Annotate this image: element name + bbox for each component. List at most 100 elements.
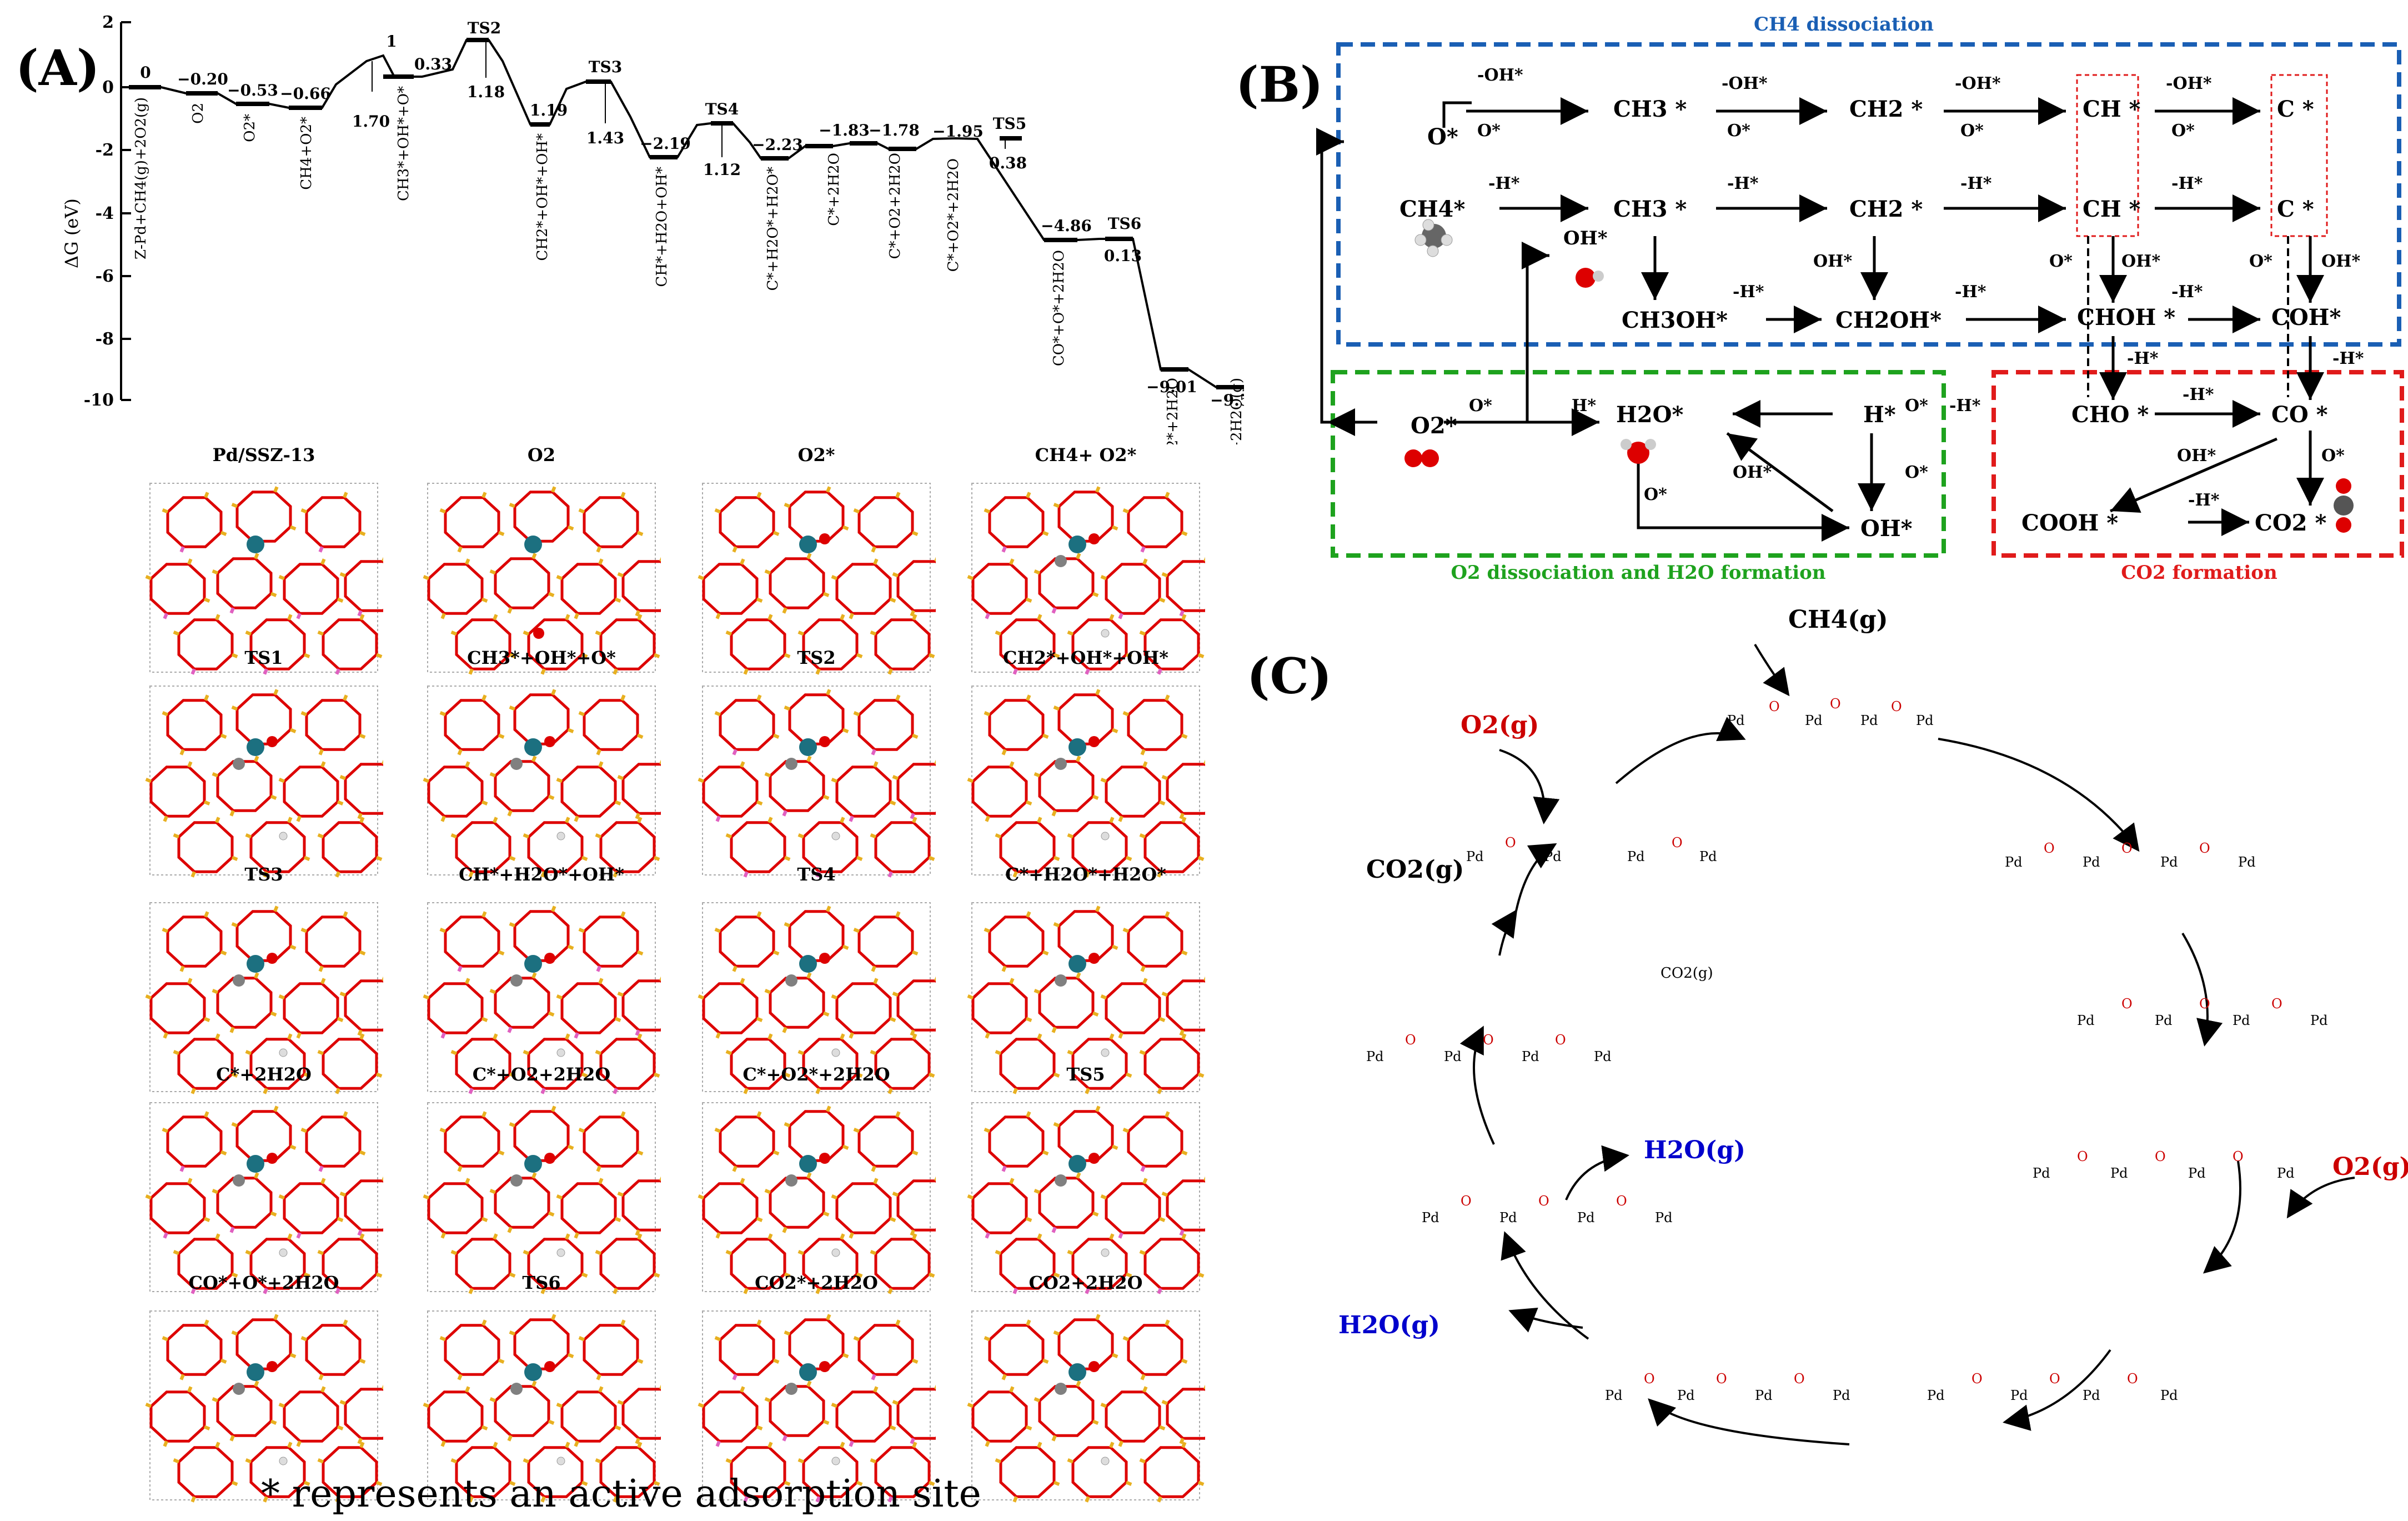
- structure-title: TS3: [244, 864, 283, 885]
- svg-text:Pd: Pd: [1499, 1210, 1517, 1225]
- state-label: CO*+O*+2H2O: [1051, 250, 1067, 366]
- svg-text:Pd: Pd: [2077, 1013, 2095, 1028]
- structure-tile: Pd/SSZ-13: [144, 444, 383, 678]
- structure-tile: TS6: [422, 1272, 661, 1505]
- svg-text:O: O: [1483, 1032, 1494, 1048]
- svg-text:OH*: OH*: [2121, 252, 2160, 271]
- svg-text:OH*: OH*: [1563, 227, 1608, 249]
- svg-text:Pd: Pd: [1366, 1049, 1384, 1064]
- svg-text:H2O(g): H2O(g): [1338, 1311, 1440, 1339]
- structure-tile: CH*+H2O*+OH*: [422, 864, 661, 1097]
- svg-text:H*: H*: [1572, 396, 1596, 416]
- structure-tile: CO*+O*+2H2O: [144, 1272, 383, 1505]
- svg-text:-OH*: -OH*: [1955, 74, 2001, 93]
- state-label: CO2*+2H2O: [1165, 378, 1181, 444]
- svg-text:O*: O*: [1960, 121, 1984, 141]
- zeolite-structure: [145, 686, 383, 878]
- state-label: O2: [190, 103, 207, 124]
- structure-tile: C*+H2O*+H2O*: [966, 864, 1205, 1097]
- svg-text:O*: O*: [1477, 121, 1501, 141]
- svg-text:-H*: -H*: [1488, 174, 1520, 193]
- svg-text:O*: O*: [2321, 446, 2345, 466]
- structure-tile: TS1: [144, 647, 383, 880]
- svg-text:H*: H*: [1863, 402, 1896, 428]
- svg-text:CH4*: CH4*: [1399, 196, 1465, 222]
- svg-text:O: O: [2155, 1149, 2166, 1164]
- zeolite-structure: [698, 1310, 936, 1503]
- energy-value: 1.43: [586, 129, 624, 147]
- box-title-o2: O2 dissociation and H2O formation: [1451, 562, 1825, 584]
- svg-text:Pd: Pd: [2238, 854, 2256, 870]
- svg-text:Pd: Pd: [1544, 849, 1562, 864]
- svg-text:O*: O*: [2049, 252, 2073, 271]
- svg-text:H2O(g): H2O(g): [1644, 1136, 1745, 1164]
- zeolite-structure: [145, 1310, 383, 1503]
- svg-text:Pd: Pd: [1916, 713, 1934, 728]
- svg-text:CO2 *: CO2 *: [2255, 510, 2326, 536]
- svg-text:Pd: Pd: [1422, 1210, 1439, 1225]
- svg-text:O*: O*: [1644, 485, 1667, 504]
- svg-text:Pd: Pd: [2005, 854, 2023, 870]
- svg-text:Pd: Pd: [2110, 1165, 2128, 1181]
- svg-text:Pd: Pd: [1833, 1388, 1850, 1403]
- svg-text:Pd: Pd: [1677, 1388, 1695, 1403]
- svg-text:Pd: Pd: [1699, 849, 1717, 864]
- svg-text:Pd: Pd: [1577, 1210, 1595, 1225]
- svg-text:OH*: OH*: [2177, 446, 2216, 466]
- zeolite-structure: [423, 902, 661, 1094]
- svg-text:O*: O*: [1427, 124, 1458, 150]
- svg-text:O*: O*: [1905, 396, 1928, 416]
- svg-text:-H*: -H*: [1955, 282, 1986, 302]
- state-label: CH*+H2O+OH*: [654, 167, 670, 287]
- svg-text:CH4(g): CH4(g): [1788, 606, 1888, 634]
- energy-value: −0.53: [227, 81, 278, 99]
- energy-value: −2.19: [640, 134, 691, 153]
- structure-title: TS5: [1066, 1064, 1105, 1085]
- zeolite-structure: [145, 902, 383, 1094]
- zeolite-structure: [698, 1102, 936, 1294]
- structure-title: C*+O2*+2H2O: [743, 1064, 890, 1085]
- structure-tile: CH4+ O2*: [966, 444, 1205, 678]
- structure-title: O2: [527, 444, 556, 466]
- svg-text:O: O: [2077, 1149, 2088, 1164]
- energy-value: 1.19: [530, 101, 568, 119]
- state-label: CH4+O2*: [298, 117, 315, 190]
- svg-text:O: O: [1716, 1371, 1727, 1387]
- svg-text:Pd: Pd: [2083, 854, 2100, 870]
- svg-text:COOH *: COOH *: [2021, 510, 2118, 536]
- svg-text:O: O: [1538, 1193, 1549, 1209]
- energy-value: 0.13: [1104, 247, 1142, 265]
- energy-value: −0.20: [177, 70, 228, 88]
- svg-text:O: O: [2121, 996, 2133, 1012]
- zeolite-structure: [145, 483, 383, 675]
- structure-tile: TS4: [697, 864, 936, 1097]
- structure-title: TS6: [522, 1272, 561, 1293]
- svg-text:-H*: -H*: [2171, 174, 2203, 193]
- svg-text:O: O: [1794, 1371, 1805, 1387]
- svg-text:O*: O*: [2249, 252, 2272, 271]
- structure-title: CH*+H2O*+OH*: [458, 864, 624, 885]
- state-label: CH2*+OH*+OH*: [534, 133, 551, 261]
- structure-title: CO*+O*+2H2O: [188, 1272, 339, 1293]
- structure-title: CO2+2H2O: [1029, 1272, 1143, 1293]
- structure-title: C*+O2+2H2O: [472, 1064, 611, 1085]
- energy-value: −9.53: [1210, 391, 1244, 409]
- energy-value: −1.83: [819, 121, 870, 139]
- co2-formation-box: [1991, 370, 2404, 558]
- structure-title: CO2*+2H2O: [755, 1272, 878, 1293]
- svg-text:O*: O*: [2171, 121, 2195, 141]
- svg-text:O: O: [1616, 1193, 1627, 1209]
- zeolite-structure: [698, 483, 936, 675]
- svg-text:H2O*: H2O*: [1616, 402, 1683, 428]
- svg-text:Pd: Pd: [1466, 849, 1484, 864]
- svg-text:Pd: Pd: [1594, 1049, 1612, 1064]
- svg-text:CHOH *: CHOH *: [2077, 304, 2175, 331]
- catalytic-cycle-diagram: CH4(g) O2(g) CO2(g) O2(g) H2O(g) H2O(g) …: [1338, 606, 2408, 1445]
- zeolite-structure: [423, 686, 661, 878]
- zeolite-structure: [423, 1102, 661, 1294]
- energy-value: TS2: [468, 19, 501, 37]
- ytick: -4: [96, 204, 114, 223]
- o2-dissociation-box: [1331, 370, 1946, 558]
- structure-tile: C*+O2+2H2O: [422, 1064, 661, 1297]
- svg-text:O: O: [1555, 1032, 1566, 1048]
